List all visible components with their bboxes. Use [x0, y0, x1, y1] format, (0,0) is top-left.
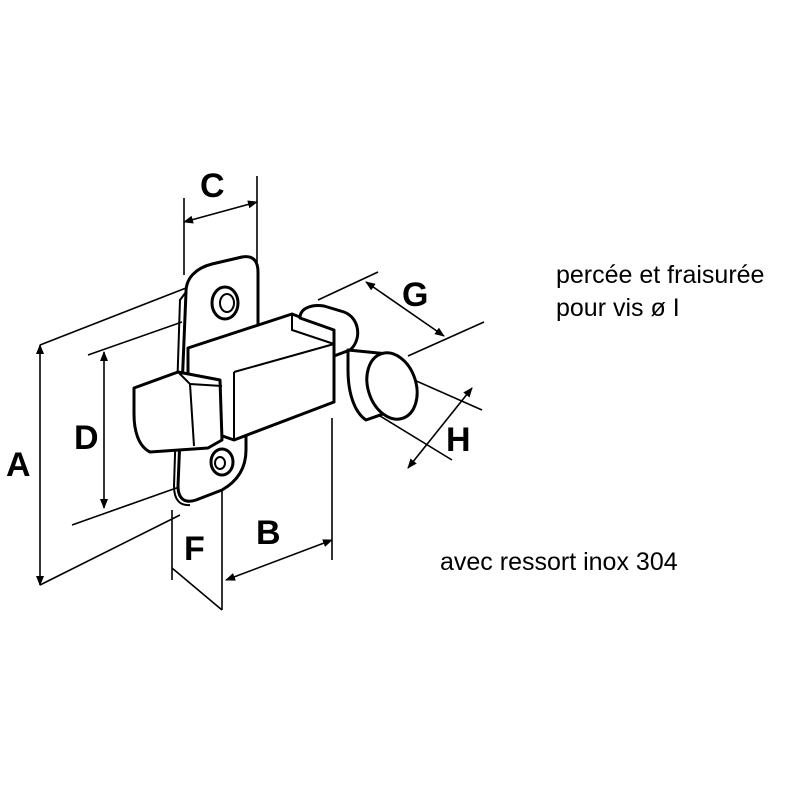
label-f: F: [184, 530, 205, 568]
dim-d-ext-bottom: [71, 485, 183, 526]
bottom-screw-countersink: [214, 456, 226, 470]
dim-g-ext-left: [317, 271, 379, 301]
dim-c-line: [183, 200, 258, 224]
note-spring: avec ressort inox 304: [440, 548, 678, 576]
dimension-b: B: [225, 418, 333, 581]
dim-g-ext-right: [407, 321, 485, 357]
note-drilled: percée et fraisurée: [556, 261, 764, 289]
dim-b-line: [225, 539, 333, 581]
latch-part: [132, 255, 419, 507]
dim-g-line: [365, 281, 445, 337]
note-screw: pour vis ø I: [556, 294, 680, 322]
dim-h-line: [407, 387, 473, 469]
top-screw-countersink: [219, 293, 235, 313]
dim-f-line: [171, 567, 223, 611]
mounting-plate-edge: [172, 291, 191, 507]
bolt-handle: [132, 370, 224, 454]
dimension-a: A: [6, 287, 187, 586]
label-b: B: [256, 514, 281, 552]
dimension-f: F: [171, 490, 223, 611]
dimension-c: C: [183, 167, 258, 275]
dim-a-ext-top: [39, 287, 187, 346]
bolt-housing-ridge: [233, 343, 335, 373]
dimension-g: G: [317, 271, 485, 357]
label-h: H: [446, 421, 471, 459]
label-d: D: [74, 419, 99, 457]
dim-d-ext-top: [87, 321, 183, 356]
label-a: A: [6, 446, 31, 484]
dim-h-ext-bottom: [379, 415, 453, 461]
dimension-d: D: [71, 321, 183, 526]
label-c: C: [200, 167, 225, 205]
bolt-pin-end: [365, 351, 419, 421]
label-g: G: [402, 276, 428, 314]
bolt-handle-face: [189, 383, 195, 447]
bolt-housing-top-edge: [291, 314, 335, 345]
dim-a-ext-bottom: [39, 514, 181, 586]
dimension-h: H: [379, 371, 483, 469]
